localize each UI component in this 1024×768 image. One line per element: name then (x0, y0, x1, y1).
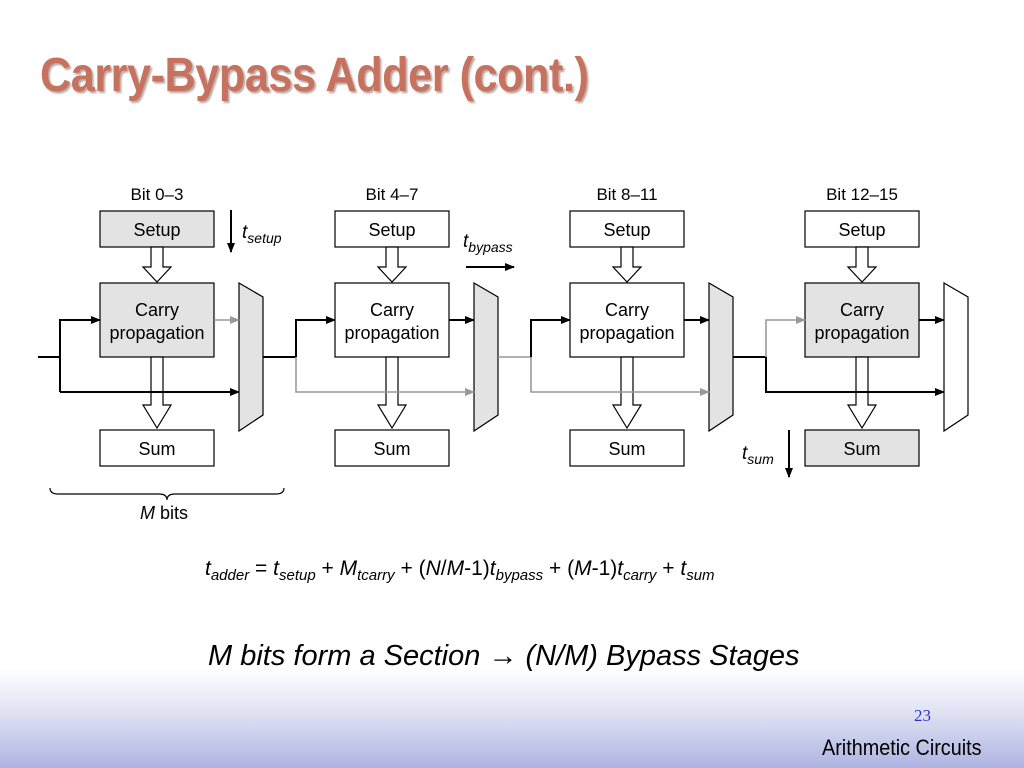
carry-label-2b: propagation (579, 323, 674, 343)
setup-box-2: Setup (569, 210, 685, 248)
t-sum-t: t (742, 443, 748, 464)
formula-op: + (543, 557, 568, 580)
formula-paren: -1) (464, 557, 490, 580)
formula-t: t (617, 557, 624, 580)
bit-label-1: Bit 4–7 (366, 185, 419, 204)
carry-box-2: Carry propagation (569, 282, 685, 358)
slide-title: Carry-Bypass Adder (cont.) (40, 49, 589, 102)
formula-m: M (339, 557, 358, 580)
carry-label-2a: Carry (605, 300, 649, 320)
formula-sub: bypass (495, 567, 544, 584)
setup-box-3: Setup (804, 210, 920, 248)
t-bypass-sub: bypass (468, 239, 512, 255)
m-bits-brace (49, 487, 285, 501)
formula-sub: setup (279, 567, 316, 584)
formula-op: + (315, 557, 340, 580)
sum-box-2: Sum (569, 429, 685, 467)
wires-stage-0 (38, 316, 240, 396)
t-sum-sub: sum (747, 451, 774, 467)
t-setup-t: t (242, 222, 248, 243)
formula-sub: tcarry (357, 567, 395, 584)
carry-label-1b: propagation (344, 323, 439, 343)
mux-2 (708, 281, 734, 433)
formula-sub: sum (686, 567, 715, 584)
wires-stage-1 (263, 316, 475, 396)
svg-text:M bits: M bits (140, 503, 188, 523)
bit-label-0: Bit 0–3 (131, 185, 184, 204)
formula-op: + (656, 557, 681, 580)
carry-box-1: Carry propagation (334, 282, 450, 358)
formula-t: t (680, 557, 687, 580)
setup-box-1: Setup (334, 210, 450, 248)
delay-formula: tadder = tsetup + Mtcarry + (N/M-1)tbypa… (205, 557, 715, 584)
formula-t: t (273, 557, 279, 580)
sum-label-0: Sum (138, 439, 175, 459)
t-bypass-annotation: tbypass (463, 231, 515, 271)
bit-label-3: Bit 12–15 (826, 185, 898, 204)
setup-carry-arrow-3 (846, 246, 878, 283)
footer-title: Arithmetic Circuits (822, 735, 982, 760)
formula-paren: -1) (591, 557, 618, 580)
setup-carry-arrow-0 (141, 246, 173, 283)
sum-label-1: Sum (373, 439, 410, 459)
footer-band (0, 668, 1024, 768)
carry-label-0a: Carry (135, 300, 179, 320)
t-bypass-t: t (463, 231, 469, 252)
setup-label-1: Setup (368, 220, 415, 240)
carry-label-3b: propagation (814, 323, 909, 343)
formula-t: t (489, 557, 496, 580)
formula-m: M (574, 557, 592, 580)
carry-label-1a: Carry (370, 300, 414, 320)
mux-3 (943, 281, 969, 433)
t-setup-annotation: tsetup (227, 210, 282, 253)
formula-sub: carry (623, 567, 657, 584)
t-setup-sub: setup (247, 230, 281, 246)
formula-op: / (440, 557, 447, 580)
formula-m: M (446, 557, 465, 580)
sum-label-3: Sum (843, 439, 880, 459)
setup-carry-arrow-1 (376, 246, 408, 283)
setup-carry-arrow-2 (611, 246, 643, 283)
right-arrow-icon: → (488, 640, 518, 672)
formula-paren: ( (418, 557, 426, 580)
sum-box-3: Sum (804, 429, 920, 467)
setup-label-0: Setup (133, 220, 180, 240)
carry-box-3: Carry propagation (804, 282, 920, 358)
formula-op: = (249, 557, 274, 580)
caption-left: M bits form a Section (208, 640, 489, 672)
carry-label-3a: Carry (840, 300, 884, 320)
setup-label-2: Setup (603, 220, 650, 240)
mux-0 (238, 281, 264, 433)
wires-stage-2 (498, 316, 710, 396)
sum-box-0: Sum (99, 429, 215, 467)
formula-sub: adder (210, 567, 250, 584)
bit-label-2: Bit 8–11 (596, 185, 657, 204)
carry-box-0: Carry propagation (99, 282, 215, 358)
m-bits-label: bits (160, 503, 188, 523)
caption: M bits form a Section → (N/M) Bypass Sta… (208, 640, 799, 673)
formula-t: t (205, 557, 211, 580)
caption-right: (N/M) Bypass Stages (517, 640, 800, 672)
formula-paren: ( (567, 557, 575, 580)
setup-label-3: Setup (838, 220, 885, 240)
wires-stage-3 (733, 316, 945, 396)
t-sum-annotation: tsum (742, 430, 793, 478)
sum-box-1: Sum (334, 429, 450, 467)
svg-text:tsetup: tsetup (242, 222, 282, 246)
m-bits-m: M (140, 503, 155, 523)
page-number: 23 (914, 706, 931, 725)
sum-label-2: Sum (608, 439, 645, 459)
mux-1 (473, 281, 499, 433)
carry-label-0b: propagation (109, 323, 204, 343)
svg-text:tsum: tsum (742, 443, 774, 467)
svg-text:tbypass: tbypass (463, 231, 513, 255)
formula-n: N (425, 557, 441, 580)
formula-op: + (394, 557, 419, 580)
setup-box-0: Setup (99, 210, 215, 248)
